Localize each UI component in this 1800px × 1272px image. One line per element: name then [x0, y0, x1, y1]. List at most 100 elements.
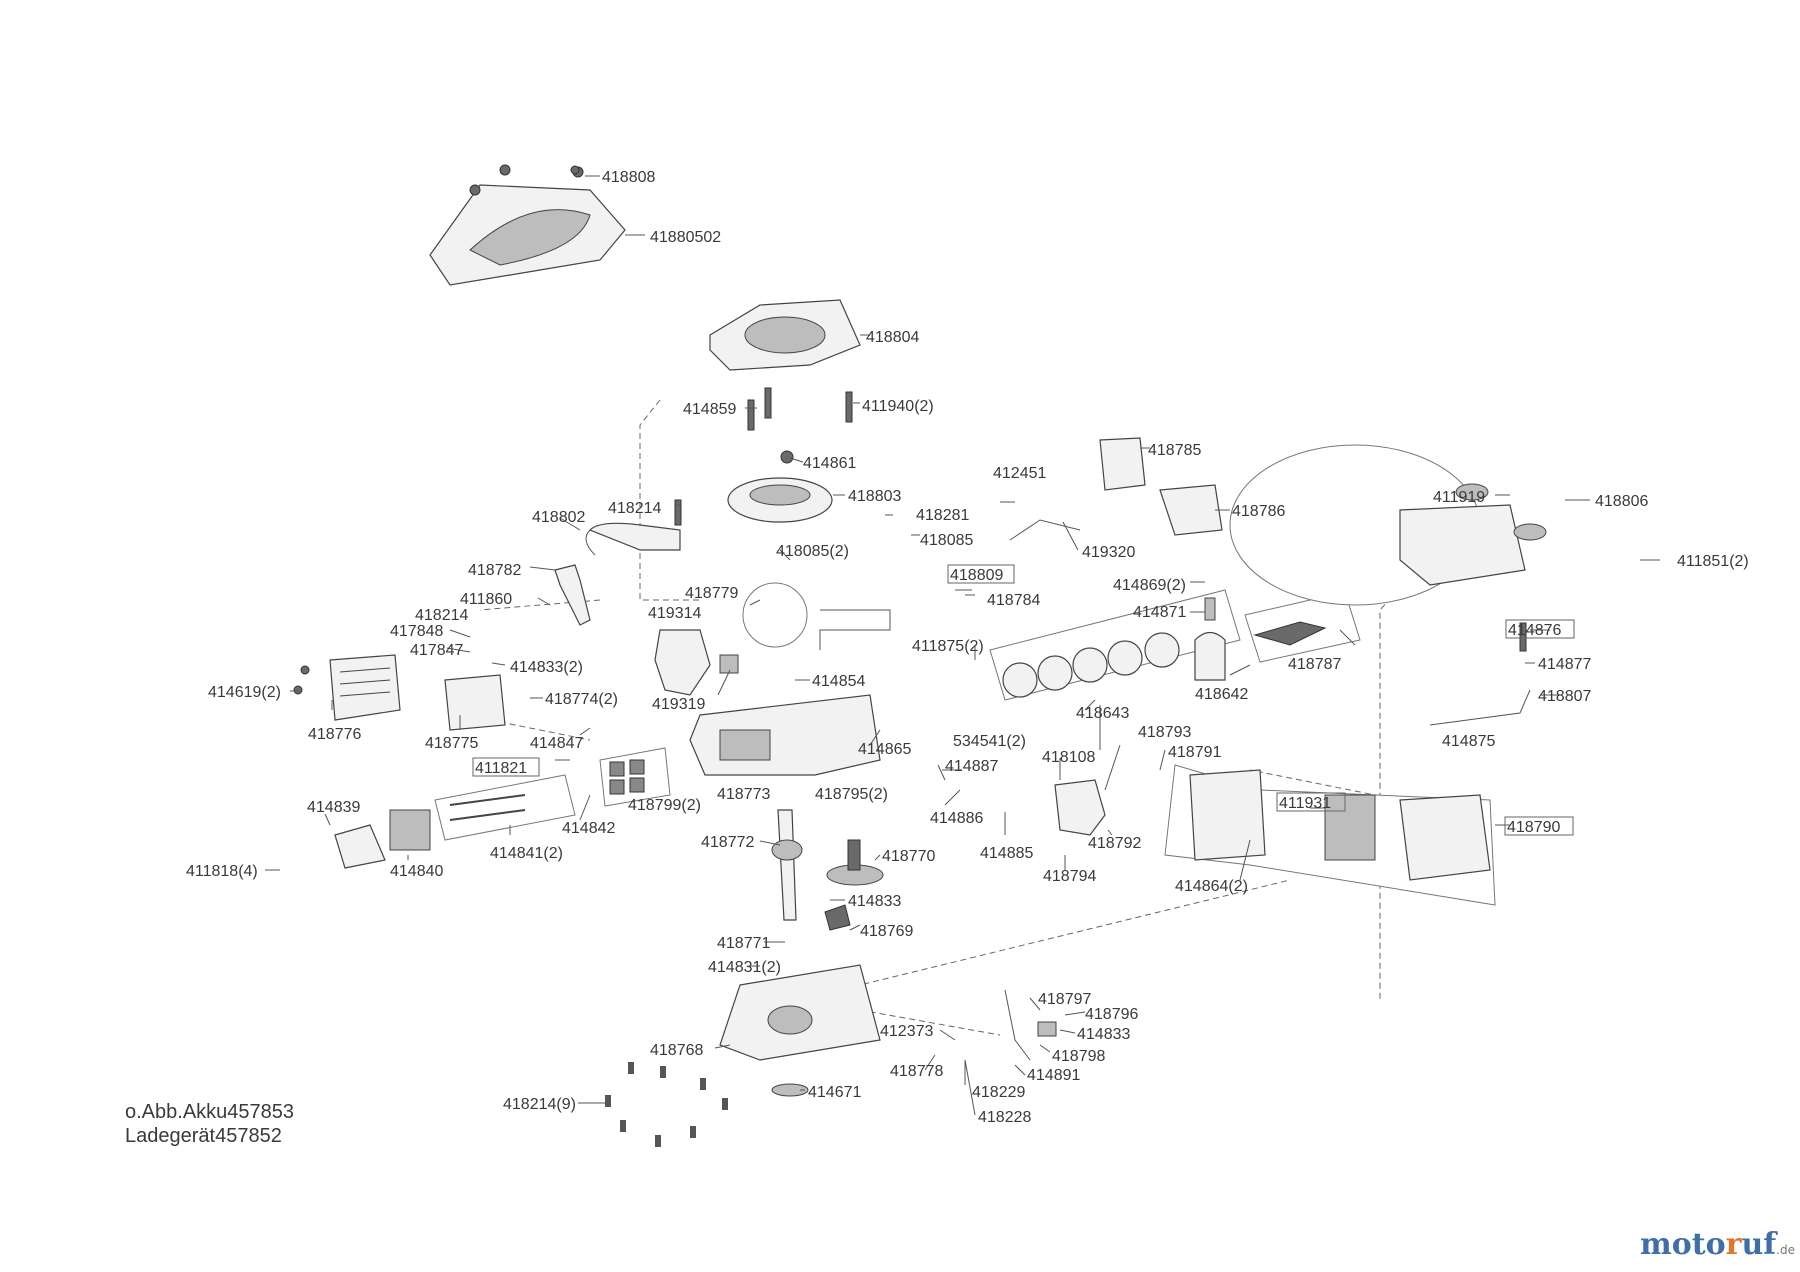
- part-label: 418803: [848, 488, 901, 505]
- part-label-boxed: 418790: [1507, 819, 1560, 836]
- part-label: 41880502: [650, 229, 721, 246]
- part-label: 418229: [972, 1084, 1025, 1101]
- boxed-label-frames: [472, 564, 1575, 836]
- part-label: 414841(2): [490, 845, 563, 862]
- part-label: 419314: [648, 605, 701, 622]
- part-label: 418798: [1052, 1048, 1105, 1065]
- part-label: 411940(2): [862, 398, 934, 415]
- part-label: 414839: [307, 799, 360, 816]
- air-filter-housing-drawing: [1189, 769, 1266, 861]
- part-label: 418774(2): [545, 691, 618, 708]
- part-label: 418108: [1042, 749, 1095, 766]
- part-label: 414833(2): [510, 659, 583, 676]
- muffler-cover-drawing: [329, 654, 401, 721]
- part-label: 414840: [390, 863, 443, 880]
- ignition-module-drawing: [654, 629, 711, 696]
- part-label: 411860: [460, 591, 512, 608]
- part-number-labels: 418808 41880502 418804 414859 411940(2) …: [186, 169, 1749, 1126]
- footnote: o.Abb.Akku457853 Ladegerät457852: [125, 1101, 294, 1147]
- watermark-part-3: uf: [1741, 1227, 1778, 1262]
- air-filter-cover-drawing: [1399, 794, 1491, 881]
- valve-cover-drawing: [334, 824, 386, 869]
- part-label: 417848: [390, 623, 443, 640]
- part-label: 418775: [425, 735, 478, 752]
- watermark-part-2: r: [1726, 1227, 1743, 1262]
- part-label: 414871: [1133, 604, 1186, 621]
- part-label: 418085(2): [776, 543, 849, 560]
- valves-group-box: [434, 774, 576, 841]
- part-label: 414864(2): [1175, 878, 1248, 895]
- part-label: 414833: [1077, 1026, 1130, 1043]
- piston-drawing: [1194, 631, 1226, 681]
- part-label: 414854: [812, 673, 865, 690]
- part-label: 418771: [717, 935, 770, 952]
- part-label: 418799(2): [628, 797, 701, 814]
- part-label: 418796: [1085, 1006, 1138, 1023]
- part-label: 414861: [803, 455, 856, 472]
- part-label: 412451: [993, 465, 1046, 482]
- part-label: 414877: [1538, 656, 1591, 673]
- part-label: 418787: [1288, 656, 1341, 673]
- part-label: 418768: [650, 1042, 703, 1059]
- part-label: 418791: [1168, 744, 1221, 761]
- part-label: 418786: [1232, 503, 1285, 520]
- part-label: 418642: [1195, 686, 1248, 703]
- crankshaft-drawing: [777, 809, 797, 921]
- part-label: 534541(2): [953, 733, 1026, 750]
- spark-plug-boot-drawing: [554, 564, 591, 626]
- part-label: 419320: [1082, 544, 1135, 561]
- part-label: 418778: [890, 1063, 943, 1080]
- part-label: 414887: [945, 758, 998, 775]
- watermark-part-1: moto: [1640, 1227, 1726, 1262]
- part-label: 418772: [701, 834, 754, 851]
- part-label: 418770: [882, 848, 935, 865]
- part-label: 418214(9): [503, 1096, 576, 1113]
- part-label: 414842: [562, 820, 615, 837]
- part-label: 414831(2): [708, 959, 781, 976]
- part-label: 418769: [860, 923, 913, 940]
- part-label: 418808: [602, 169, 655, 186]
- part-label: 418792: [1088, 835, 1141, 852]
- part-label: 414671: [808, 1084, 861, 1101]
- part-label: 414869(2): [1113, 577, 1186, 594]
- watermark-suffix: .de: [1776, 1243, 1795, 1257]
- part-label: 414865: [858, 741, 911, 758]
- part-label: 418782: [468, 562, 521, 579]
- part-label: 414891: [1027, 1067, 1080, 1084]
- part-label: 414859: [683, 401, 736, 418]
- part-label: 418779: [685, 585, 738, 602]
- part-label: 418797: [1038, 991, 1091, 1008]
- part-label: 418776: [308, 726, 361, 743]
- part-label: 418807: [1538, 688, 1591, 705]
- part-label: 411818(4): [186, 863, 258, 880]
- part-label: 411851(2): [1677, 553, 1749, 570]
- part-label: 414847: [530, 735, 583, 752]
- engine-block-drawing: [689, 694, 881, 776]
- part-label: 414833: [848, 893, 901, 910]
- part-label: 411875(2): [912, 638, 984, 655]
- leader-lines: [265, 175, 1660, 1116]
- note-line-1: o.Abb.Akku457853: [125, 1101, 294, 1123]
- part-label: 414886: [930, 810, 983, 827]
- bracket-418785-drawing: [1099, 437, 1146, 491]
- part-label-boxed: 418809: [950, 567, 1003, 584]
- part-label: 411919: [1433, 489, 1485, 506]
- part-label-boxed: 411821: [475, 760, 527, 777]
- carburetor-drawing: [1054, 779, 1106, 836]
- part-label: 418802: [532, 509, 585, 526]
- part-label: 418085: [920, 532, 973, 549]
- part-label: 418643: [1076, 705, 1129, 722]
- part-label: 419319: [652, 696, 705, 713]
- bracket-418786-drawing: [1159, 484, 1223, 536]
- part-label: 418793: [1138, 724, 1191, 741]
- part-label-boxed: 414876: [1508, 622, 1561, 639]
- part-label: 414875: [1442, 733, 1495, 750]
- part-label: 418784: [987, 592, 1040, 609]
- part-label: 418806: [1595, 493, 1648, 510]
- note-line-2: Ladegerät457852: [125, 1125, 282, 1147]
- part-label: 418773: [717, 786, 770, 803]
- part-label-boxed: 411931: [1279, 795, 1331, 812]
- part-label: 412373: [880, 1023, 933, 1040]
- part-label: 418281: [916, 507, 969, 524]
